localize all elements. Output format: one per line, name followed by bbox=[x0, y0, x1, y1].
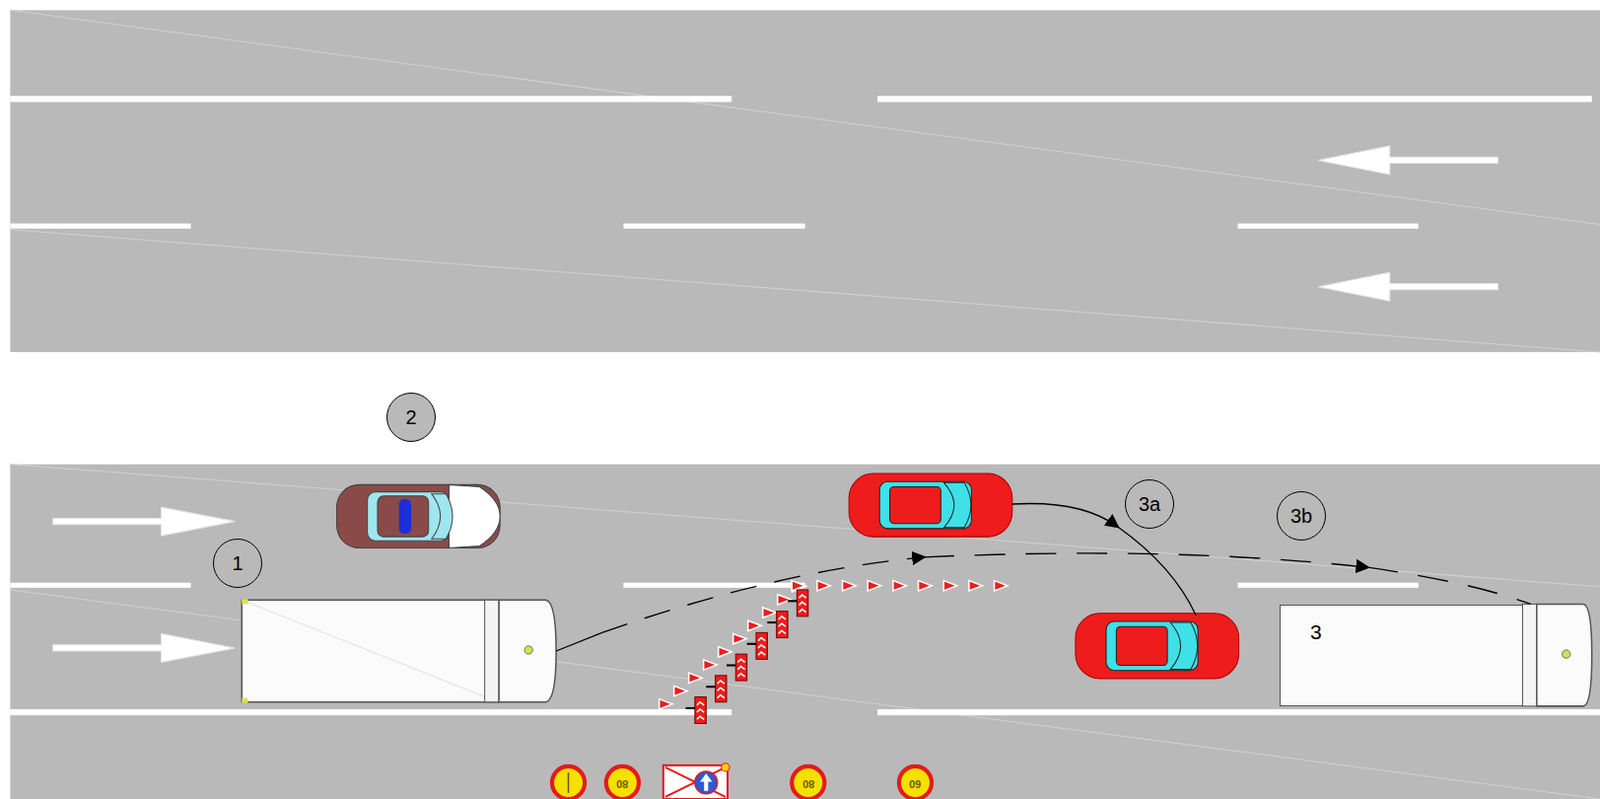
police-car bbox=[337, 484, 501, 548]
traffic-cones bbox=[659, 580, 1008, 709]
callout-number: 3b bbox=[1290, 505, 1313, 526]
traffic-signs bbox=[552, 763, 932, 799]
callout-circle: 3b bbox=[1276, 490, 1326, 541]
speed-limit-number: 80 bbox=[802, 777, 815, 789]
red-car bbox=[848, 473, 1013, 537]
carriageway bbox=[9, 9, 1600, 352]
callout-number: 2 bbox=[405, 407, 417, 427]
chevron-barriers bbox=[686, 589, 809, 724]
callout-number: 3a bbox=[1138, 493, 1161, 514]
red-car bbox=[1075, 613, 1240, 679]
truck bbox=[241, 598, 557, 703]
speed-limit-number: 60 bbox=[908, 777, 921, 789]
callout-circle: 3a bbox=[1124, 479, 1175, 529]
callout-number: 1 bbox=[231, 553, 243, 573]
callout-number: 3 bbox=[1310, 621, 1322, 642]
truck-trailer: 3 bbox=[1279, 604, 1524, 706]
carriageway bbox=[9, 464, 1600, 799]
callout-circle: 2 bbox=[386, 392, 436, 442]
truck bbox=[1522, 603, 1592, 705]
callout-circle: 1 bbox=[212, 538, 263, 588]
speed-limit-number: 80 bbox=[616, 777, 628, 789]
